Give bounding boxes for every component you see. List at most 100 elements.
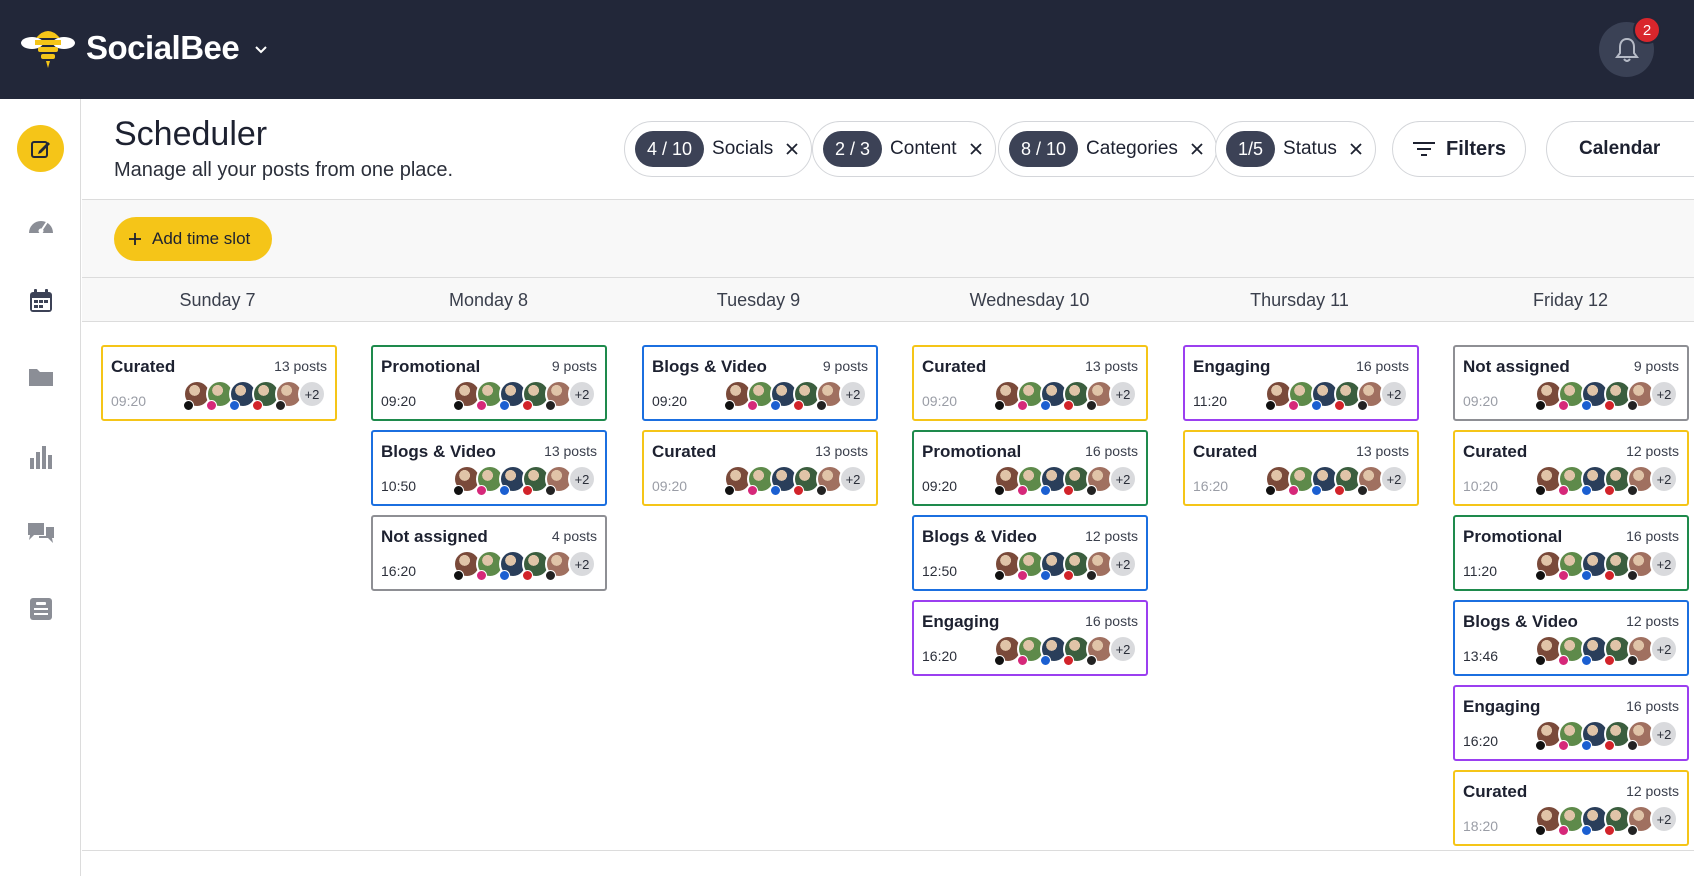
chip-label: Categories	[1086, 138, 1178, 159]
card-category: Curated	[922, 357, 987, 376]
close-icon[interactable]	[969, 142, 983, 156]
card-category: Promotional	[922, 442, 1022, 461]
edit-icon	[30, 140, 50, 158]
sidebar	[0, 99, 81, 876]
x-icon	[1086, 400, 1097, 411]
avatar-group: +2	[1535, 550, 1681, 581]
tiktok-icon	[183, 400, 194, 411]
close-icon[interactable]	[1190, 142, 1204, 156]
card-post-count: 13 posts	[274, 358, 327, 374]
chevron-down-icon	[255, 46, 267, 54]
sidebar-item-calendar[interactable]	[17, 277, 64, 324]
view-calendar-button[interactable]: Calendar	[1579, 138, 1661, 159]
day-header: Thursday 11	[1250, 289, 1349, 310]
pinterest-icon	[522, 570, 533, 581]
filters-label: Filters	[1445, 137, 1507, 160]
day-header: Sunday 7	[179, 289, 256, 310]
tiktok-icon	[1535, 570, 1546, 581]
folder-icon	[28, 368, 53, 386]
instagram-icon	[1017, 570, 1028, 581]
avatar-more-badge: +2	[298, 380, 326, 408]
pinterest-icon	[1334, 400, 1345, 411]
facebook-icon	[770, 485, 781, 496]
card-time: 09:20	[652, 393, 688, 409]
page-title: Scheduler	[114, 115, 268, 153]
card-time: 13:46	[1463, 648, 1499, 664]
close-icon[interactable]	[1349, 142, 1363, 156]
sidebar-item-analytics[interactable]	[17, 433, 64, 480]
avatar-more-badge: +2	[1650, 465, 1678, 493]
card-time: 09:20	[1463, 393, 1499, 409]
tiktok-icon	[994, 485, 1005, 496]
add-time-slot-button[interactable]: Add time slot	[114, 217, 273, 261]
filter-chip-socials[interactable]: 4 / 10 Socials	[624, 121, 813, 177]
x-icon	[1357, 485, 1368, 496]
facebook-icon	[770, 400, 781, 411]
tiktok-icon	[994, 570, 1005, 581]
x-icon	[1357, 400, 1368, 411]
pinterest-icon	[1604, 825, 1615, 836]
tiktok-icon	[724, 400, 735, 411]
day-header: Tuesday 9	[716, 289, 801, 310]
filter-chip-status[interactable]: 1/5 Status	[1215, 121, 1376, 177]
close-icon[interactable]	[785, 142, 799, 156]
speedometer-icon	[28, 220, 53, 233]
workspace-switcher[interactable]: SocialBee	[20, 26, 269, 70]
card-time: 18:20	[1463, 818, 1499, 834]
card-time: 12:50	[922, 563, 958, 579]
card-post-count: 13 posts	[544, 443, 597, 459]
sidebar-item-dashboard[interactable]	[17, 201, 64, 248]
plus-icon	[129, 233, 141, 245]
card-post-count: 12 posts	[1626, 613, 1679, 629]
pinterest-icon	[1604, 400, 1615, 411]
filters-button[interactable]: Filters	[1392, 121, 1526, 177]
card-time: 16:20	[1193, 478, 1229, 494]
avatar-group: +2	[994, 465, 1140, 496]
filter-chip-categories[interactable]: 8 / 10 Categories	[998, 121, 1217, 177]
avatar-group: +2	[183, 380, 329, 411]
chip-label: Status	[1283, 138, 1337, 159]
sidebar-item-content[interactable]	[17, 353, 64, 400]
filter-chip-content[interactable]: 2 / 3 Content	[812, 121, 996, 177]
tiktok-icon	[1265, 400, 1276, 411]
facebook-icon	[1581, 740, 1592, 751]
facebook-icon	[499, 485, 510, 496]
x-icon	[816, 485, 827, 496]
card-post-count: 9 posts	[822, 358, 868, 374]
pinterest-icon	[1063, 655, 1074, 666]
avatar-group: +2	[1535, 380, 1681, 411]
avatar-group: +2	[453, 465, 599, 496]
sidebar-item-compose[interactable]	[17, 125, 64, 172]
sidebar-item-engage[interactable]	[17, 509, 64, 556]
sidebar-item-profile[interactable]	[17, 585, 64, 632]
chip-label: Content	[890, 138, 957, 159]
chip-count: 8 / 10	[1009, 131, 1079, 167]
instagram-icon	[1558, 570, 1569, 581]
card-post-count: 4 posts	[551, 528, 597, 544]
bell-icon	[1614, 37, 1639, 62]
card-category: Blogs & Video	[1463, 612, 1578, 631]
instagram-icon	[1558, 400, 1569, 411]
avatar-more-badge: +2	[1380, 465, 1408, 493]
pinterest-icon	[793, 485, 804, 496]
instagram-icon	[1558, 740, 1569, 751]
